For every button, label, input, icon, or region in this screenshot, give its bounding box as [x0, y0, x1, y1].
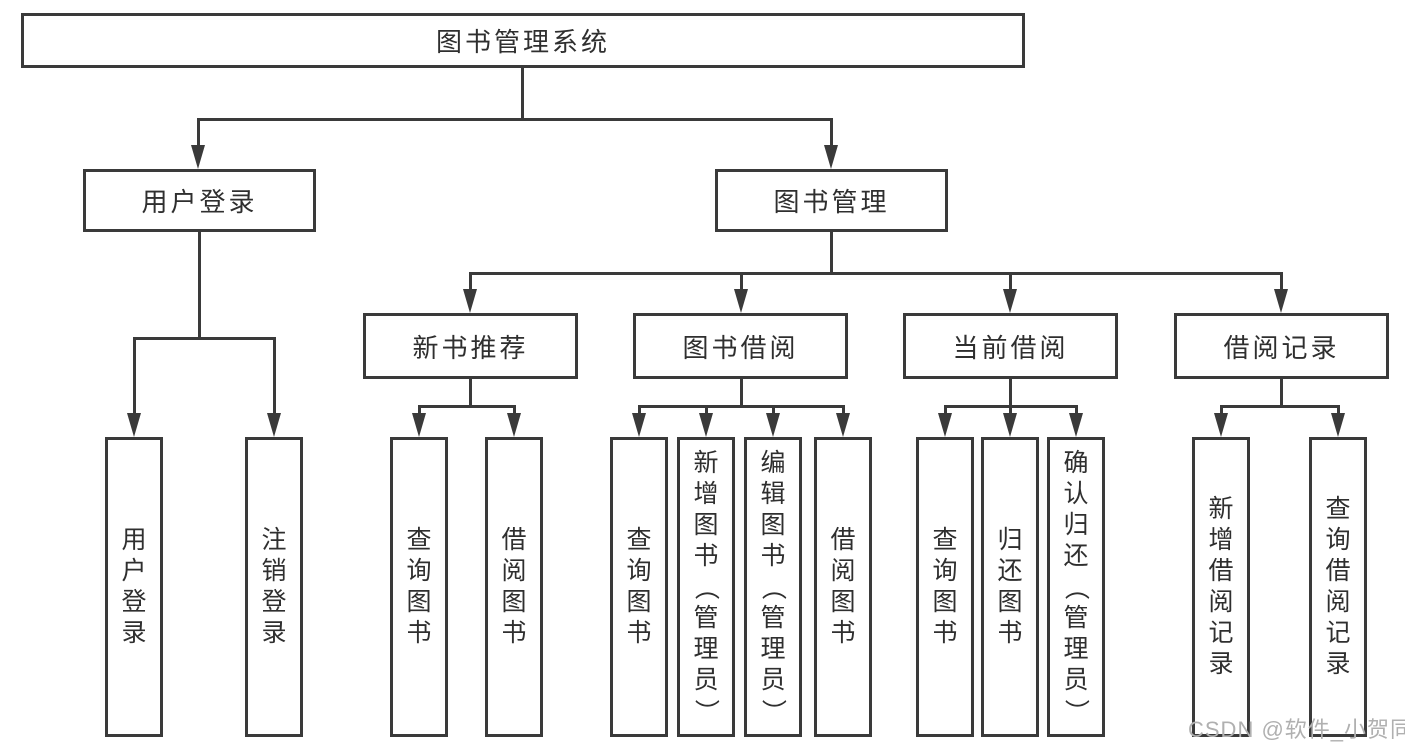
- connector-line: [638, 405, 641, 415]
- connector-line: [830, 118, 833, 146]
- leaf-label: 注销登录: [261, 526, 287, 647]
- box-system-root: 图书管理系统: [21, 13, 1025, 68]
- arrow-down-icon: [191, 145, 205, 169]
- box-current-borrowing: 当前借阅: [903, 313, 1118, 379]
- connector-line: [133, 337, 276, 340]
- connector-line: [133, 337, 136, 415]
- connector-line: [418, 405, 421, 415]
- connector-line: [638, 405, 845, 408]
- arrow-down-icon: [938, 413, 952, 437]
- connector-line: [513, 405, 516, 415]
- leaf-return-books: 归还图书: [981, 437, 1039, 737]
- arrow-down-icon: [1331, 413, 1345, 437]
- connector-line: [1009, 405, 1012, 415]
- connector-line: [740, 272, 743, 290]
- leaf-user-login: 用户登录: [105, 437, 163, 737]
- connector-line: [1009, 379, 1012, 405]
- arrow-down-icon: [766, 413, 780, 437]
- connector-line: [521, 68, 524, 118]
- connector-line: [197, 118, 833, 121]
- arrow-down-icon: [463, 289, 477, 313]
- leaf-label: 查询借阅记录: [1325, 495, 1351, 678]
- leaf-label: 归还图书: [997, 526, 1023, 647]
- connector-line: [197, 118, 200, 146]
- arrow-down-icon: [632, 413, 646, 437]
- arrow-down-icon: [734, 289, 748, 313]
- connector-line: [772, 405, 775, 415]
- connector-line: [944, 405, 947, 415]
- arrow-down-icon: [1003, 413, 1017, 437]
- leaf-query-books-current: 查询图书: [916, 437, 974, 737]
- arrow-down-icon: [1214, 413, 1228, 437]
- leaf-logout: 注销登录: [245, 437, 303, 737]
- leaf-label: 用户登录: [121, 526, 147, 647]
- connector-line: [842, 405, 845, 415]
- leaf-borrow-books-borrowing: 借阅图书: [814, 437, 872, 737]
- leaf-edit-book-admin: 编辑图书（管理员）: [744, 437, 802, 737]
- leaf-query-books-recommend: 查询图书: [390, 437, 448, 737]
- leaf-label: 新增图书（管理员）: [692, 448, 721, 724]
- leaf-confirm-return-admin: 确认归还（管理员）: [1047, 437, 1105, 737]
- connector-line: [1220, 405, 1223, 415]
- connector-line: [830, 232, 833, 272]
- leaf-label: 查询图书: [626, 526, 652, 647]
- connector-line: [1280, 379, 1283, 405]
- box-user-login: 用户登录: [83, 169, 316, 232]
- arrow-down-icon: [1003, 289, 1017, 313]
- connector-line: [1280, 272, 1283, 290]
- connector-line: [469, 272, 472, 290]
- leaf-query-books-borrowing: 查询图书: [610, 437, 668, 737]
- csdn-watermark: CSDN @软件_小贺同学: [1188, 717, 1405, 742]
- connector-line: [418, 405, 516, 408]
- box-new-book-recommend: 新书推荐: [363, 313, 578, 379]
- leaf-label: 借阅图书: [501, 526, 527, 647]
- leaf-label: 借阅图书: [830, 526, 856, 647]
- arrow-down-icon: [507, 413, 521, 437]
- leaf-label: 确认归还（管理员）: [1062, 448, 1091, 724]
- leaf-add-book-admin: 新增图书（管理员）: [677, 437, 735, 737]
- leaf-add-borrow-record: 新增借阅记录: [1192, 437, 1250, 737]
- arrow-down-icon: [267, 413, 281, 437]
- arrow-down-icon: [824, 145, 838, 169]
- arrow-down-icon: [836, 413, 850, 437]
- leaf-label: 编辑图书（管理员）: [759, 448, 788, 724]
- connector-line: [198, 232, 201, 337]
- connector-line: [1009, 272, 1012, 290]
- box-book-borrowing: 图书借阅: [633, 313, 848, 379]
- connector-line: [1075, 405, 1078, 415]
- leaf-label: 查询图书: [406, 526, 432, 647]
- box-borrow-records: 借阅记录: [1174, 313, 1389, 379]
- leaf-query-borrow-record: 查询借阅记录: [1309, 437, 1367, 737]
- leaf-label: 新增借阅记录: [1208, 495, 1234, 678]
- arrow-down-icon: [699, 413, 713, 437]
- connector-line: [740, 379, 743, 405]
- connector-line: [469, 272, 1283, 275]
- arrow-down-icon: [1274, 289, 1288, 313]
- arrow-down-icon: [412, 413, 426, 437]
- box-book-management: 图书管理: [715, 169, 948, 232]
- connector-line: [273, 337, 276, 415]
- connector-line: [705, 405, 708, 415]
- connector-line: [469, 379, 472, 405]
- connector-line: [1220, 405, 1340, 408]
- arrow-down-icon: [127, 413, 141, 437]
- arrow-down-icon: [1069, 413, 1083, 437]
- leaf-label: 查询图书: [932, 526, 958, 647]
- leaf-borrow-books-recommend: 借阅图书: [485, 437, 543, 737]
- connector-line: [1337, 405, 1340, 415]
